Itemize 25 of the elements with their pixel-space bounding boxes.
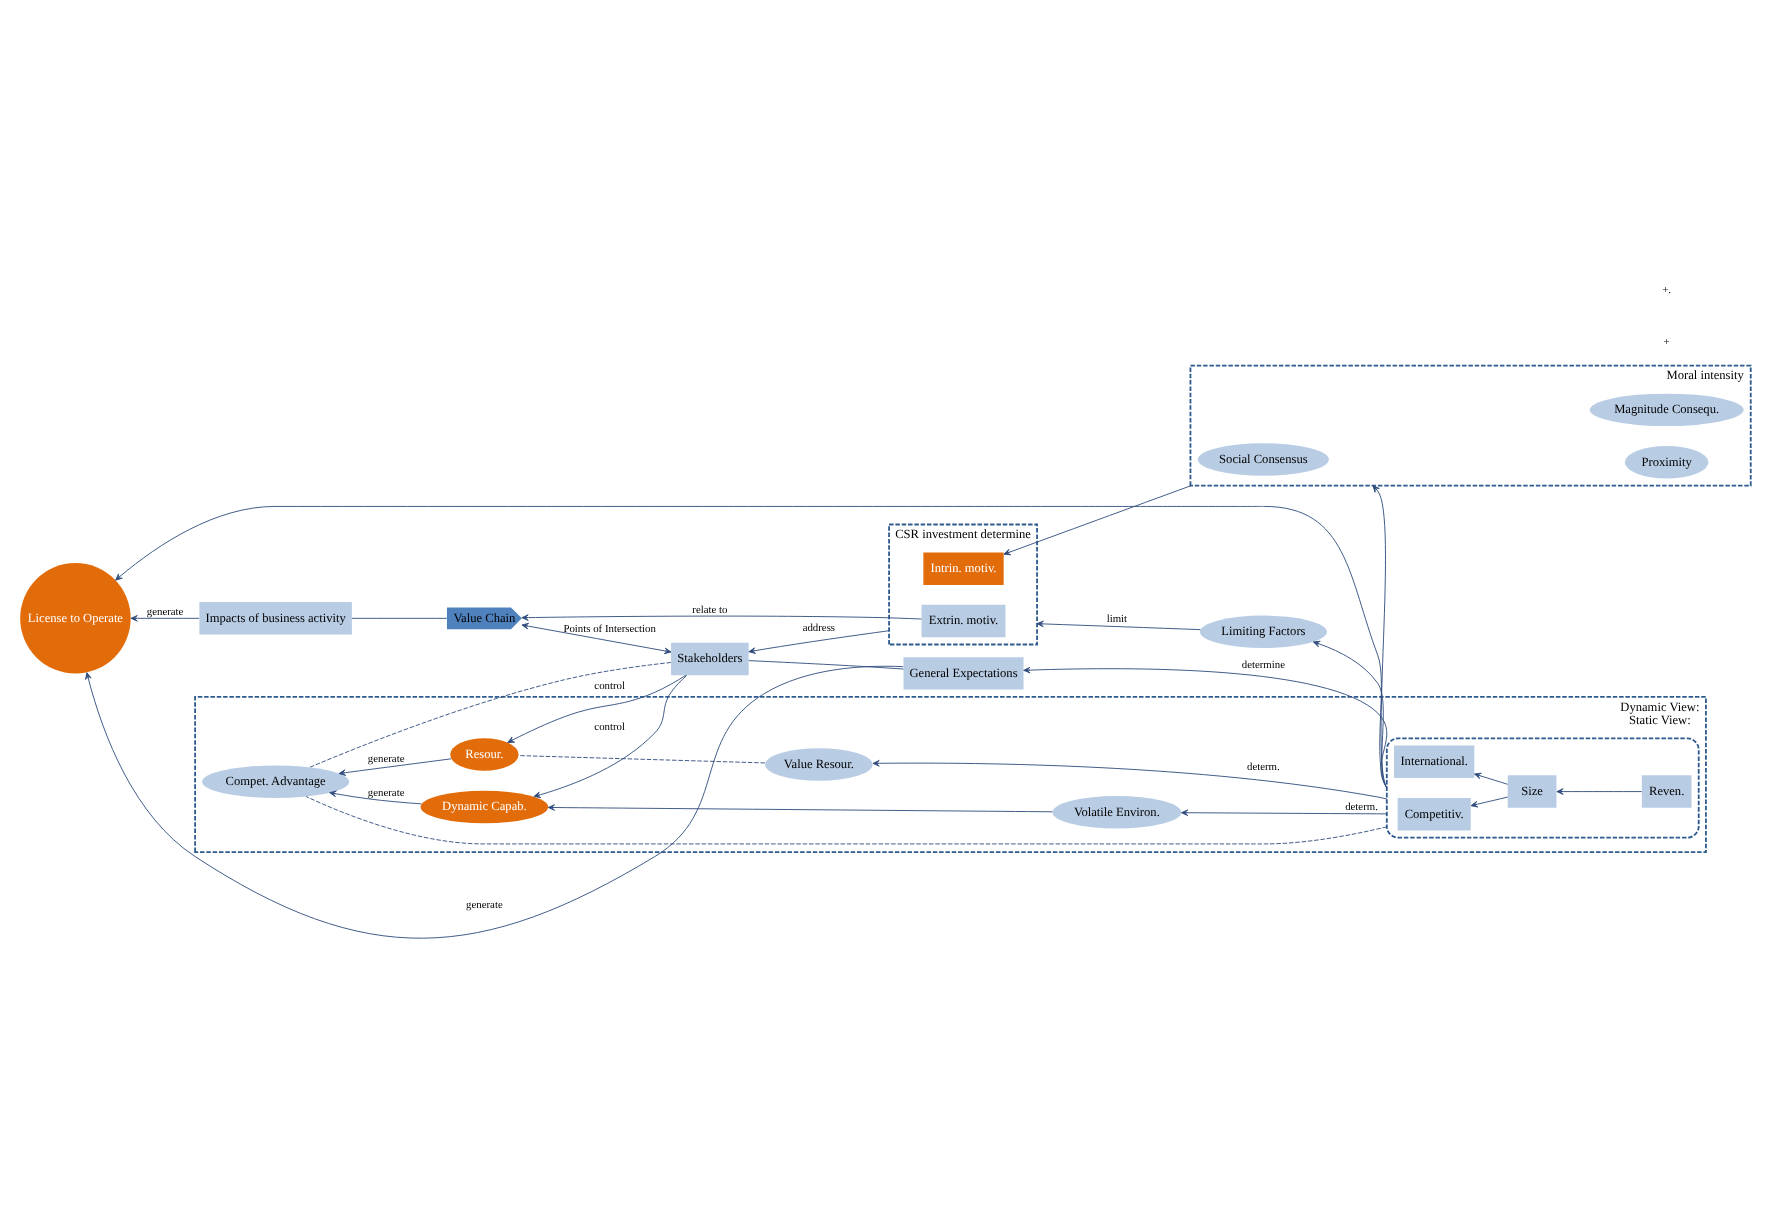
arrow	[1474, 772, 1509, 785]
arrow	[1556, 788, 1643, 795]
arrow	[521, 614, 922, 621]
arrow	[521, 622, 672, 655]
arrow	[85, 665, 904, 939]
arrow	[1003, 485, 1192, 556]
arrow	[547, 804, 1053, 813]
arrow	[872, 760, 1388, 800]
arrow	[130, 615, 200, 622]
arrow	[507, 674, 687, 743]
arrow	[1023, 666, 1388, 789]
connector	[351, 617, 448, 619]
arrow	[329, 790, 422, 805]
arrow	[338, 758, 452, 776]
arrow	[115, 506, 1388, 789]
arrow	[1470, 796, 1509, 808]
arrow	[1181, 809, 1388, 817]
arrow	[533, 674, 688, 798]
arrow	[748, 630, 890, 654]
arrow	[1036, 620, 1201, 631]
arrow	[1372, 485, 1388, 789]
connector	[748, 660, 904, 670]
connector	[518, 755, 766, 764]
cluster	[1385, 737, 1700, 839]
connector	[309, 662, 672, 768]
